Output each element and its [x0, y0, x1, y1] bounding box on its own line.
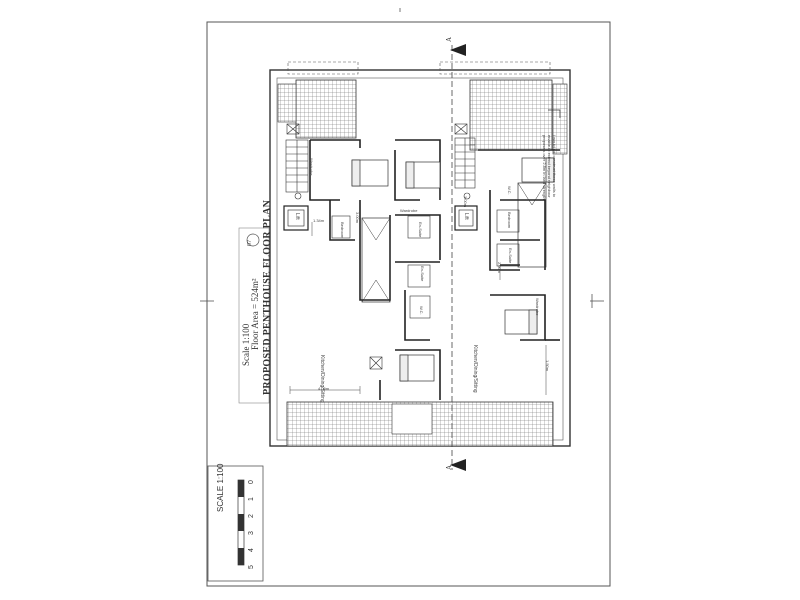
- bathroom-fixtures: [294, 192, 520, 319]
- room-label-wardrobe-left: Wardrobe: [309, 158, 314, 176]
- scale-tick-0: 0: [248, 480, 255, 484]
- room-label-ensuite-right: En-Suite: [508, 248, 513, 264]
- dimension-label-5: 1.50m: [545, 360, 550, 372]
- dimension-label-1: 1.34m: [313, 218, 325, 223]
- staircase-left: [285, 139, 309, 193]
- drawing-scale-label: Scale 1:100: [241, 323, 251, 366]
- dimension-label-6: 3.00m: [463, 196, 468, 208]
- dimension-label-2: 4.00m: [318, 386, 330, 391]
- room-label-ensuite-mid: En-Suite: [420, 266, 425, 282]
- room-label-kitchen-left: Kitchen/Dining/Sitting: [319, 355, 325, 403]
- scale-tick-5: 5: [248, 565, 255, 569]
- scale-bar-label: SCALE 1:100: [216, 463, 225, 512]
- kitchen-island-right: [517, 182, 547, 268]
- section-marker-top: [450, 44, 466, 56]
- title-block: [238, 227, 270, 404]
- design-note: I would not construct these walls to ena…: [542, 135, 557, 200]
- room-label-lift-left: Lift: [294, 213, 300, 220]
- room-label-bedroom-left: Bedroom: [340, 222, 345, 239]
- room-label-bedroom-right: Bedroom: [507, 212, 512, 229]
- room-label-wardrobe-top: Wardrobe: [400, 208, 418, 213]
- terrace-top-right: [469, 79, 553, 151]
- scale-bar-frame: [207, 465, 264, 582]
- room-label-wc-right: W.C.: [507, 186, 512, 195]
- section-marker-label-top: A: [445, 36, 453, 42]
- kitchen-island-left: [361, 217, 391, 303]
- lift-right: [454, 205, 478, 231]
- room-label-wardrobe-right: Wardrobe: [535, 298, 540, 316]
- dimension-label-4: 2.00m: [497, 262, 502, 274]
- section-marker-label-bottom: A: [445, 464, 453, 470]
- sheet-border: [206, 21, 611, 587]
- room-label-wc-left: W.C.: [419, 306, 424, 315]
- dimension-lines: [289, 222, 547, 395]
- terrace-top-left: [295, 79, 357, 139]
- angled-wall: [548, 109, 561, 118]
- room-label-lift-right: Lift: [463, 213, 469, 220]
- staircase-right: [454, 137, 476, 189]
- section-marker-bottom: [450, 459, 466, 471]
- floor-area-label: Floor Area = 524m²: [250, 278, 260, 350]
- beds: [351, 157, 555, 382]
- drawing-title: PROPOSED PENTHOUSE FLOOR PLAN: [262, 199, 273, 395]
- interior-walls-right: [478, 149, 560, 341]
- dimension-label-3: 3.00m: [355, 212, 360, 224]
- sheet-number-circle: [246, 233, 260, 247]
- scale-tick-3: 3: [248, 531, 255, 535]
- scale-tick-1: 1: [248, 497, 255, 501]
- room-label-kitchen-right: Kitchen/Dining/Sitting: [472, 345, 478, 393]
- sheet-number: 07: [247, 240, 253, 246]
- scale-tick-4: 4: [248, 548, 255, 552]
- scale-tick-2: 2: [248, 514, 255, 518]
- shafts: [286, 123, 468, 370]
- room-label-ensuite-left: En-Suite: [418, 222, 423, 238]
